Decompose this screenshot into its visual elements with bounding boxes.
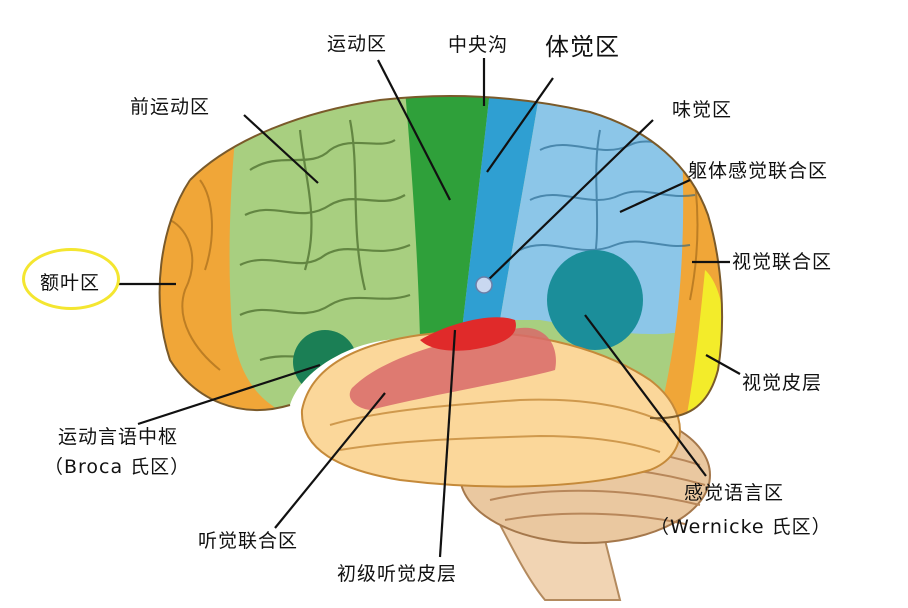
primary-auditory-region — [420, 317, 516, 351]
leader-lines — [117, 58, 741, 558]
label-premotor: 前运动区 — [130, 96, 211, 118]
label-wernicke: 感觉语言区 — [684, 482, 785, 504]
label-broca: 运动言语中枢 — [58, 426, 179, 448]
label-frontal-lobe: 额叶区 — [40, 272, 101, 294]
label-central-sulcus: 中央沟 — [448, 34, 509, 56]
label-somatic-association: 躯体感觉联合区 — [688, 160, 829, 182]
label-motor-area: 运动区 — [327, 33, 388, 55]
label-primary-auditory: 初级听觉皮层 — [337, 563, 458, 585]
label-wernicke-sub: （Wernicke 氏区） — [650, 516, 832, 538]
label-gustatory: 味觉区 — [672, 99, 733, 121]
wernicke-area-region — [547, 250, 643, 350]
label-somatosensory: 体觉区 — [545, 33, 620, 61]
somatosensory-region — [462, 96, 540, 330]
frontal-highlight-ring — [22, 248, 120, 310]
label-visual-association: 视觉联合区 — [732, 251, 833, 273]
label-auditory-association: 听觉联合区 — [198, 530, 299, 552]
label-visual-cortex: 视觉皮层 — [742, 372, 823, 394]
gustatory-marker — [475, 276, 493, 294]
label-broca-sub: （Broca 氏区） — [44, 456, 191, 478]
somatic-association-region — [500, 96, 702, 335]
